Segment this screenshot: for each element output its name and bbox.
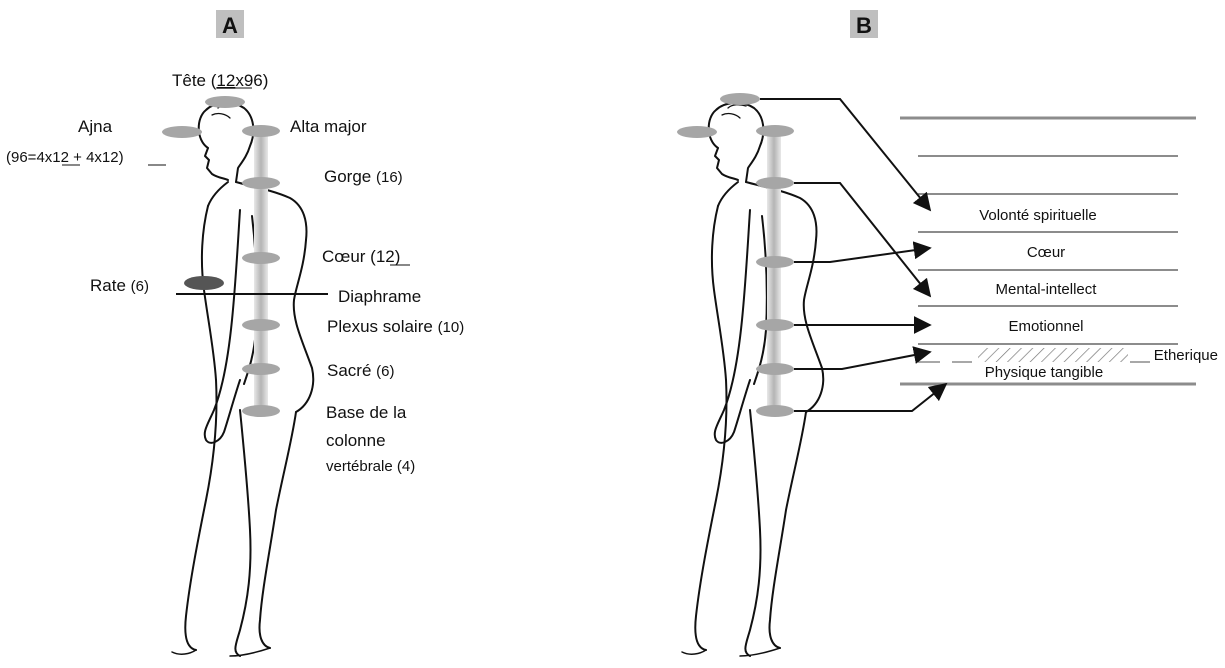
arrow-gorge-mental bbox=[794, 183, 930, 296]
label-base-2: colonne bbox=[326, 431, 386, 450]
arrow-base-physique bbox=[794, 384, 946, 411]
label-base-3: vertébrale (4) bbox=[326, 458, 415, 475]
plane-label-mental: Mental-intellect bbox=[996, 281, 1098, 298]
arrow-sacre-etherique bbox=[794, 352, 930, 369]
chakra-sacre-b bbox=[756, 363, 794, 375]
chakra-alta-major-a bbox=[242, 125, 280, 137]
label-ajna-formula: (96=4x12 + 4x12) bbox=[6, 149, 124, 166]
panel-b-letter: B bbox=[856, 13, 872, 38]
label-gorge: Gorge (16) bbox=[324, 167, 403, 186]
label-sacre: Sacré (6) bbox=[327, 361, 394, 380]
chakra-sacre-a bbox=[242, 363, 280, 375]
label-alta-major: Alta major bbox=[290, 117, 367, 136]
chakra-ajna-a bbox=[162, 126, 202, 138]
plane-label-etherique: Etherique bbox=[1154, 347, 1218, 364]
chakra-coeur-b bbox=[756, 256, 794, 268]
chakra-gorge-b bbox=[756, 177, 794, 189]
human-figure-a bbox=[172, 103, 313, 656]
chakra-coeur-a bbox=[242, 252, 280, 264]
chakra-tete-b bbox=[720, 93, 760, 105]
chakra-gorge-a bbox=[242, 177, 280, 189]
plane-label-emotionnel: Emotionnel bbox=[1008, 318, 1083, 335]
label-base-1: Base de la bbox=[326, 403, 407, 422]
label-diaphrame: Diaphrame bbox=[338, 287, 421, 306]
chakra-alta-major-b bbox=[756, 125, 794, 137]
label-coeur: Cœur (12) bbox=[322, 247, 400, 266]
chakra-base-a bbox=[242, 405, 280, 417]
label-tete: Tête (12x96) bbox=[172, 71, 268, 90]
chakra-tete-a bbox=[205, 96, 245, 108]
plane-label-volonte: Volonté spirituelle bbox=[979, 207, 1097, 224]
chakra-rate-a bbox=[184, 276, 224, 290]
chakra-plexus-a bbox=[242, 319, 280, 331]
plane-label-physique: Physique tangible bbox=[985, 364, 1103, 381]
human-figure-b bbox=[682, 103, 823, 656]
etheric-hatch bbox=[978, 348, 1128, 362]
panel-b: B bbox=[677, 10, 1218, 656]
panel-a-letter: A bbox=[222, 13, 238, 38]
label-rate: Rate (6) bbox=[90, 276, 149, 295]
chakra-ajna-b bbox=[677, 126, 717, 138]
label-ajna: Ajna bbox=[78, 117, 113, 136]
arrows bbox=[760, 99, 946, 411]
plane-label-coeur: Cœur bbox=[1027, 244, 1065, 261]
chakra-plexus-b bbox=[756, 319, 794, 331]
label-plexus: Plexus solaire (10) bbox=[327, 317, 464, 336]
panel-a: A bbox=[6, 10, 464, 656]
chakra-base-b bbox=[756, 405, 794, 417]
